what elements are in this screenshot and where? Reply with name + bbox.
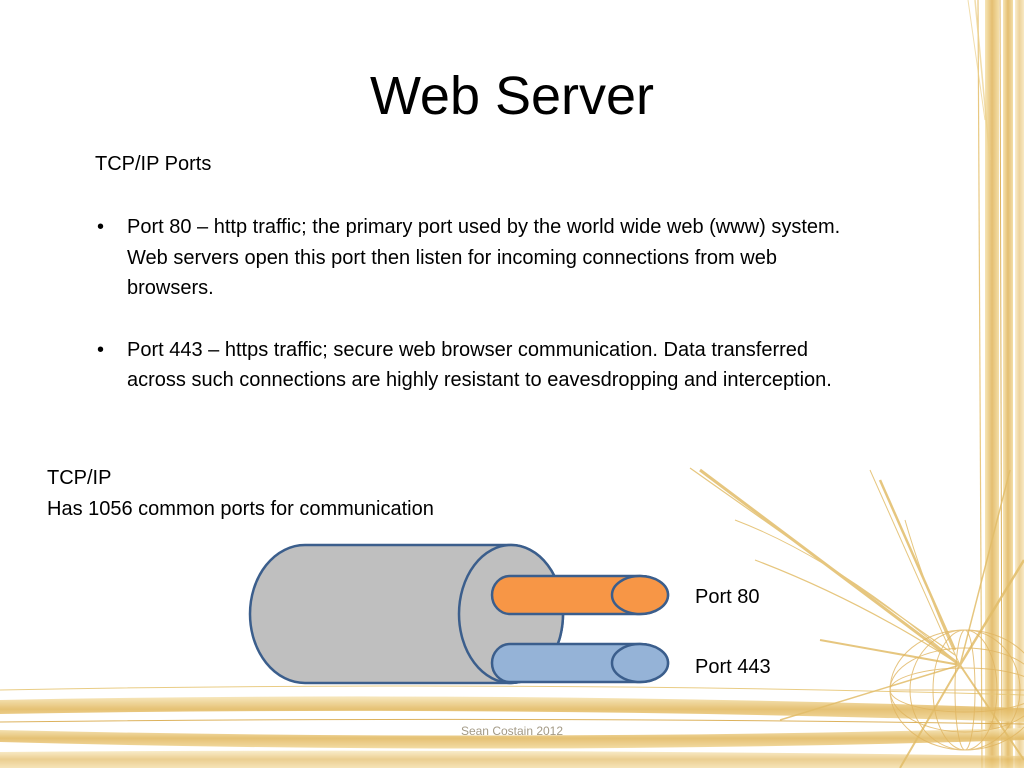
port-443-cable bbox=[490, 642, 670, 684]
tcpip-note-heading: TCP/IP bbox=[47, 467, 112, 489]
bullet-marker: • bbox=[97, 338, 105, 361]
straw-star-ornament bbox=[689, 467, 1024, 768]
bullet-list: • Port 80 – http traffic; the primary po… bbox=[95, 212, 855, 427]
port-443-label: Port 443 bbox=[695, 656, 771, 678]
bullet-item-port-443: • Port 443 – https traffic; secure web b… bbox=[95, 335, 855, 396]
woven-ball-ornament bbox=[889, 629, 1024, 751]
bullet-text: Port 80 – http traffic; the primary port… bbox=[127, 216, 841, 299]
tcpip-note: TCP/IP Has 1056 common ports for communi… bbox=[47, 463, 434, 524]
section-heading: TCP/IP Ports bbox=[95, 153, 212, 175]
tcpip-note-text: Has 1056 common ports for communication bbox=[47, 497, 434, 520]
top-right-straws bbox=[967, 0, 991, 161]
bottom-straw-bars bbox=[0, 685, 1024, 768]
port-80-cable bbox=[490, 574, 670, 616]
slide-title: Web Server bbox=[369, 66, 655, 126]
bullet-item-port-80: • Port 80 – http traffic; the primary po… bbox=[95, 212, 855, 304]
right-straw-bars bbox=[977, 0, 1024, 768]
bullet-text: Port 443 – https traffic; secure web bro… bbox=[127, 338, 832, 392]
port-80-label: Port 80 bbox=[695, 586, 760, 608]
bullet-marker: • bbox=[97, 216, 105, 238]
footer-credit: Sean Costain 2012 bbox=[460, 724, 564, 738]
